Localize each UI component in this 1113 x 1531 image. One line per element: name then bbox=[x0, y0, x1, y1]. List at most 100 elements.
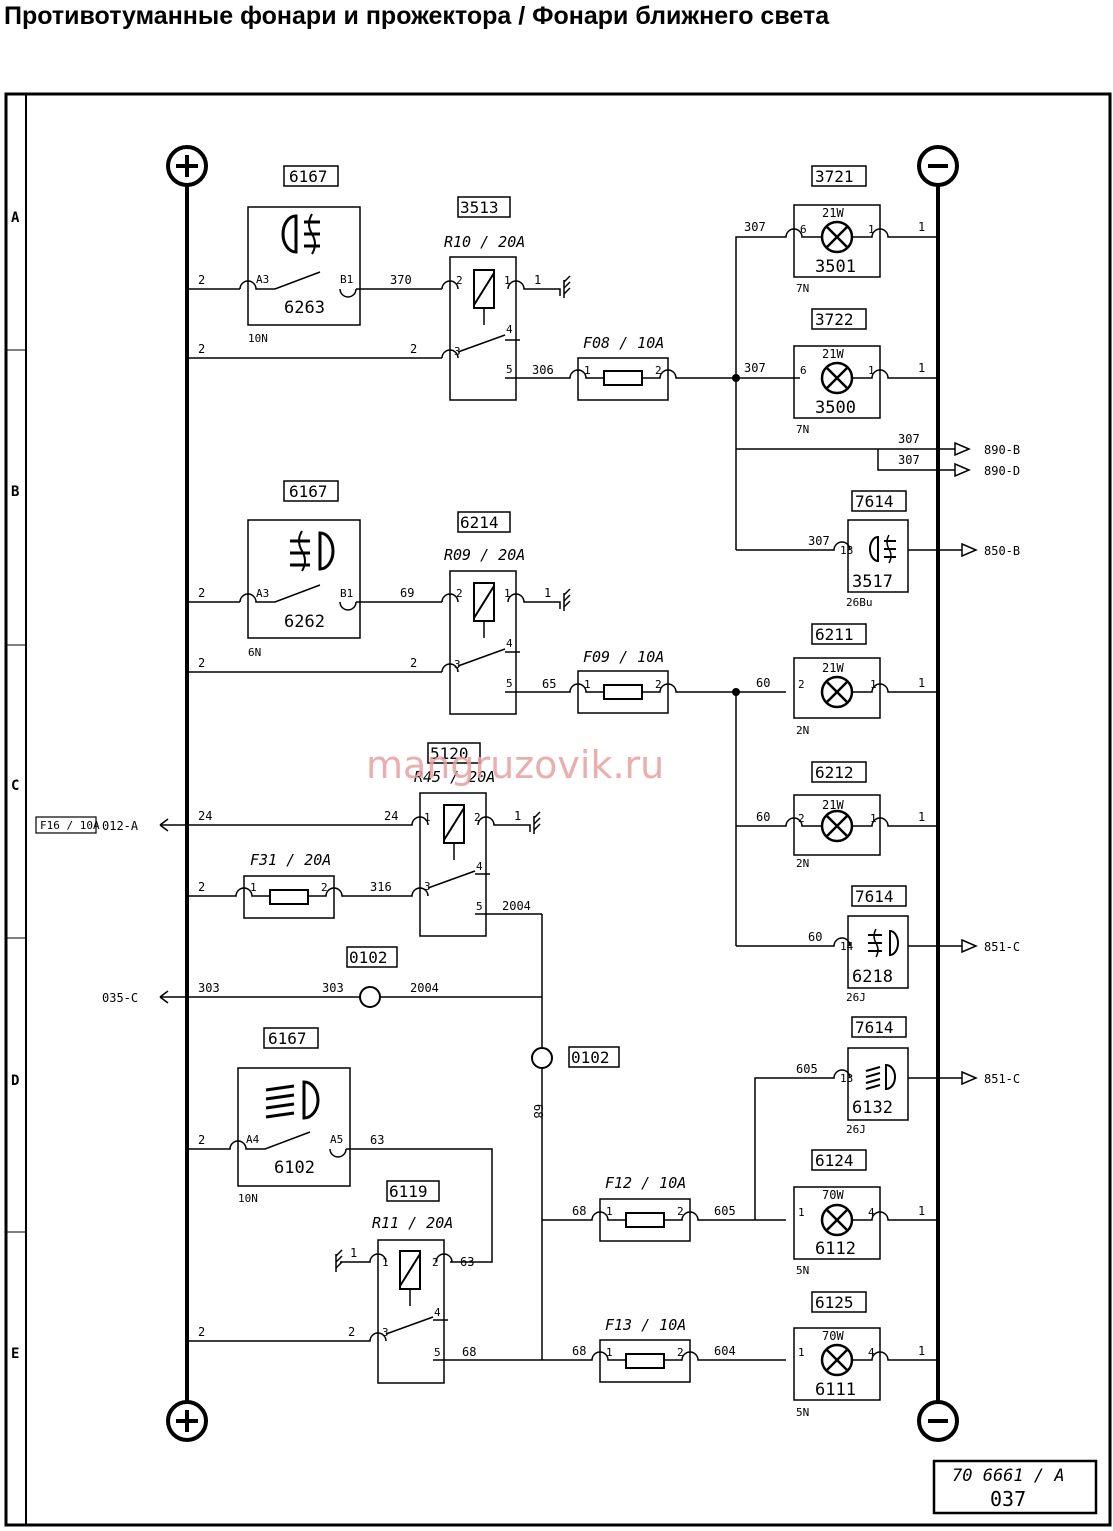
svg-text:5: 5 bbox=[506, 677, 513, 690]
svg-text:6N: 6N bbox=[248, 646, 261, 659]
svg-text:4: 4 bbox=[476, 860, 483, 873]
svg-text:21W: 21W bbox=[822, 347, 844, 361]
svg-text:1: 1 bbox=[544, 586, 551, 600]
lamp-6112: 6124 70W 6112 1 4 5N bbox=[793, 1149, 881, 1277]
svg-text:2: 2 bbox=[198, 586, 205, 600]
svg-text:2: 2 bbox=[198, 273, 205, 287]
svg-text:6167: 6167 bbox=[268, 1029, 307, 1048]
svg-text:6212: 6212 bbox=[815, 763, 854, 782]
svg-text:6: 6 bbox=[800, 364, 807, 377]
plus-symbol-top bbox=[166, 145, 208, 187]
svg-text:60: 60 bbox=[808, 930, 822, 944]
svg-text:3501: 3501 bbox=[815, 257, 856, 277]
svg-text:307: 307 bbox=[898, 453, 920, 467]
svg-text:3517: 3517 bbox=[852, 572, 893, 592]
switch-6263: 6167 A3 B1 6263 10N bbox=[247, 165, 361, 345]
svg-text:7614: 7614 bbox=[855, 887, 894, 906]
svg-text:3: 3 bbox=[454, 658, 461, 671]
svg-text:R10 / 20A: R10 / 20A bbox=[444, 233, 525, 251]
zone-label-e: E bbox=[11, 1346, 19, 1362]
svg-text:2: 2 bbox=[798, 812, 805, 825]
fuse-f12: F12 / 10A 1 2 bbox=[599, 1174, 691, 1242]
svg-text:26J: 26J bbox=[846, 991, 866, 1004]
svg-text:605: 605 bbox=[714, 1204, 736, 1218]
indicator-6218: 7614 14 6218 26J bbox=[840, 885, 909, 1004]
svg-text:6214: 6214 bbox=[460, 513, 499, 532]
svg-text:24: 24 bbox=[198, 809, 212, 823]
svg-text:2004: 2004 bbox=[502, 899, 531, 913]
svg-text:60: 60 bbox=[756, 676, 770, 690]
svg-text:316: 316 bbox=[370, 880, 392, 894]
svg-text:3722: 3722 bbox=[815, 310, 854, 329]
lamp-6212: 6212 21W 2 1 2N bbox=[793, 761, 881, 870]
svg-text:A3: A3 bbox=[256, 587, 269, 600]
svg-text:6167: 6167 bbox=[289, 167, 328, 186]
ground-symbol bbox=[563, 588, 571, 611]
svg-text:307: 307 bbox=[898, 432, 920, 446]
output-ref-890-b: 890-B bbox=[984, 443, 1020, 457]
svg-text:1: 1 bbox=[514, 809, 521, 823]
svg-text:1: 1 bbox=[868, 223, 875, 236]
svg-text:13: 13 bbox=[840, 1072, 853, 1085]
low-beam-icon bbox=[265, 1080, 320, 1120]
svg-text:63: 63 bbox=[370, 1133, 384, 1147]
relay-3513: 3513 R10 / 20A 2 1 3 4 5 bbox=[444, 196, 560, 401]
svg-text:63: 63 bbox=[460, 1255, 474, 1269]
svg-text:1: 1 bbox=[918, 1204, 925, 1218]
svg-text:2: 2 bbox=[798, 678, 805, 691]
page-title: Противотуманные фонари и прожектора / Фо… bbox=[4, 2, 830, 30]
svg-text:7614: 7614 bbox=[855, 492, 894, 511]
svg-text:5N: 5N bbox=[796, 1406, 809, 1419]
svg-text:303: 303 bbox=[198, 981, 220, 995]
svg-text:1: 1 bbox=[534, 273, 541, 287]
zone-label-d: D bbox=[11, 1073, 19, 1089]
svg-text:7N: 7N bbox=[796, 282, 809, 295]
input-ref-035-c: 035-C bbox=[102, 991, 138, 1005]
svg-text:307: 307 bbox=[744, 361, 766, 375]
svg-text:5N: 5N bbox=[796, 1264, 809, 1277]
lamp-3721: 3721 21W 3501 6 1 7N bbox=[793, 165, 881, 295]
svg-text:1: 1 bbox=[870, 678, 877, 691]
svg-text:2: 2 bbox=[321, 881, 328, 894]
drawing-stamp: 70 6661 / A 037 bbox=[932, 1459, 1098, 1515]
svg-text:A3: A3 bbox=[256, 273, 269, 286]
svg-text:1: 1 bbox=[350, 1246, 357, 1260]
svg-text:2: 2 bbox=[410, 656, 417, 670]
svg-text:1: 1 bbox=[606, 1205, 613, 1218]
relay-6119: 6119 R11 / 20A 1 2 3 4 5 bbox=[372, 1180, 542, 1384]
svg-text:2: 2 bbox=[474, 811, 481, 824]
svg-text:370: 370 bbox=[390, 273, 412, 287]
svg-text:B1: B1 bbox=[340, 587, 353, 600]
svg-text:6119: 6119 bbox=[389, 1182, 428, 1201]
output-ref-850-b: 850-B bbox=[984, 544, 1020, 558]
svg-text:68: 68 bbox=[462, 1345, 476, 1359]
svg-text:2004: 2004 bbox=[410, 981, 439, 995]
svg-text:6111: 6111 bbox=[815, 1380, 856, 1400]
low-beam-indicator-icon bbox=[865, 1063, 896, 1091]
lamp-3722: 3722 21W 3500 6 1 7N bbox=[793, 308, 881, 436]
svg-text:6132: 6132 bbox=[852, 1098, 893, 1118]
svg-text:037: 037 bbox=[990, 1487, 1026, 1511]
svg-text:3: 3 bbox=[382, 1326, 389, 1339]
svg-text:26J: 26J bbox=[846, 1123, 866, 1136]
svg-text:6: 6 bbox=[800, 223, 807, 236]
diagram-frame bbox=[4, 92, 1112, 1527]
fuse-f31: F31 / 20A 1 2 bbox=[243, 851, 335, 919]
svg-text:1: 1 bbox=[250, 881, 257, 894]
svg-text:69: 69 bbox=[400, 586, 414, 600]
svg-text:6125: 6125 bbox=[815, 1293, 854, 1312]
input-ref-012-a: 012-A bbox=[102, 819, 139, 833]
svg-text:3: 3 bbox=[454, 345, 461, 358]
svg-text:10N: 10N bbox=[238, 1192, 258, 1205]
svg-text:6263: 6263 bbox=[284, 298, 325, 318]
fuse-f09: F09 / 10A 1 2 bbox=[577, 648, 669, 714]
svg-text:21W: 21W bbox=[822, 661, 844, 675]
svg-text:A5: A5 bbox=[330, 1133, 343, 1146]
output-ref-851-c-2: 851-C bbox=[984, 1072, 1020, 1086]
svg-text:F08 / 10A: F08 / 10A bbox=[583, 334, 664, 352]
svg-text:F13 / 10A: F13 / 10A bbox=[605, 1316, 686, 1334]
svg-text:1: 1 bbox=[798, 1346, 805, 1359]
svg-text:68: 68 bbox=[572, 1344, 586, 1358]
watermark: mangruzovik.ru bbox=[366, 743, 664, 787]
